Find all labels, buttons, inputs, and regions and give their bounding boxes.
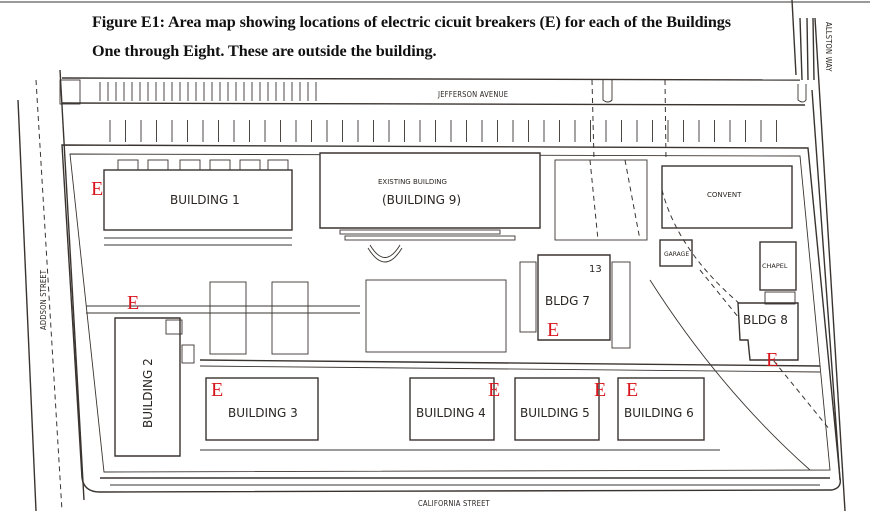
california-street-label: CALIFORNIA STREET [418,499,491,508]
building-7-label: BLDG 7 [545,294,590,308]
north-parking-row [59,79,317,105]
building-7 [519,254,631,349]
building-3 [205,377,319,441]
building-3-label: BUILDING 3 [228,406,298,420]
california-street-edge [100,477,830,486]
building-2 [114,317,195,457]
chapel-label: CHAPEL [762,262,788,270]
figure-caption: Figure E1: Area map showing locations of… [92,8,792,66]
breaker-marker-building-1: E [91,178,103,200]
parking-lot-east [554,159,648,241]
building-8 [737,291,799,361]
breaker-marker-building-8: E [766,349,778,371]
convent [661,165,793,229]
breaker-marker-building-3: E [211,379,223,401]
building-5 [514,377,600,441]
caption-line-2: One through Eight. These are outside the… [92,42,437,60]
site-inner-walk [69,153,831,473]
building-9-label-bottom: (BUILDING 9) [382,193,461,207]
jefferson-avenue-label: JEFFERSON AVENUE [437,90,508,99]
garage-label: GARAGE [664,251,689,258]
building-1 [103,159,293,246]
south-walkway-inner [199,365,821,373]
breaker-marker-building-2: E [127,292,139,314]
building-6-label: BUILDING 6 [624,406,694,420]
building-8-label: BLDG 8 [743,313,788,327]
building-6 [617,377,705,441]
caption-line-1: Figure E1: Area map showing locations of… [92,13,731,31]
addson-street [17,69,85,511]
breaker-marker-building-5: E [594,379,606,401]
building-4 [409,377,495,441]
chapel [759,241,797,291]
site-boundary [61,144,842,493]
building-9-label-top: EXISTING BUILDING [378,178,447,186]
building-2-label: BUILDING 2 [141,358,155,428]
central-courtyard [86,279,507,355]
breaker-marker-building-4: E [488,379,500,401]
breaker-marker-building-7: E [547,319,559,341]
garage [659,239,693,267]
south-walkway [199,359,821,367]
building-5-label: BUILDING 5 [520,406,590,420]
building-4-label: BUILDING 4 [416,406,486,420]
breaker-marker-building-6: E [626,379,638,401]
perimeter-parking-row [109,120,777,142]
room-13-label: 13 [589,264,602,275]
convent-label: CONVENT [707,191,742,199]
page-right-edge [791,0,797,76]
building-1-label: BUILDING 1 [170,193,240,207]
convent-path [661,189,761,321]
building-9 [319,152,541,263]
addson-street-label: ADDSON STREET [39,269,48,330]
curved-path [649,279,811,471]
allston-way [799,17,846,511]
allston-way-label: ALLSTON WAY [824,22,833,72]
